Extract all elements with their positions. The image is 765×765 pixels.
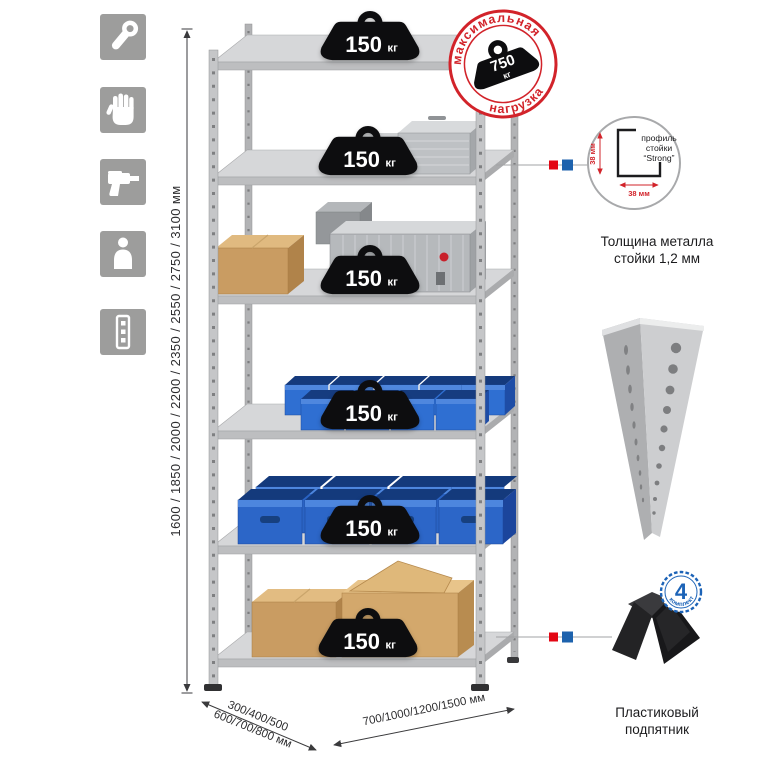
svg-text:150: 150 [345, 401, 382, 426]
shelf-load-badge: 150 кг [315, 492, 425, 546]
shelf-load-badge: 150 кг [315, 242, 425, 296]
foot-caption: Пластиковый подпятник [567, 704, 747, 738]
stamp-unit: кг [502, 69, 513, 81]
shelf-load-badge: 150 кг [313, 123, 423, 177]
shelf-load-badge: 150 кг [315, 8, 425, 62]
rack-back-posts [241, 23, 519, 663]
height-dimension-label: 1600 / 1850 / 2000 / 2200 / 2350 / 2550 … [168, 185, 183, 537]
shelf-load-badge: 150 кг [313, 605, 423, 659]
profile-label-1: профиль [641, 133, 677, 143]
red-marker [549, 632, 558, 642]
profile-caption-line-2: стойки 1,2 мм [613, 251, 701, 266]
blue-marker [562, 631, 573, 643]
svg-text:кг: кг [387, 526, 398, 538]
profile-dim-vertical: 38 мм [588, 143, 597, 165]
height-dimension-line [181, 28, 193, 694]
person-icon [100, 231, 146, 277]
svg-text:кг: кг [387, 276, 398, 288]
svg-text:150: 150 [345, 32, 382, 57]
profile-callout: 38 мм 38 мм профиль стойки “Strong” [496, 116, 681, 210]
red-marker [549, 160, 558, 170]
max-load-stamp: максимальная нагрузка 750 кг [438, 0, 558, 124]
drill-icon [100, 159, 146, 205]
width-dimension-line [333, 706, 515, 748]
foot-caption-line-1: Пластиковый [615, 705, 699, 720]
glove-icon [100, 87, 146, 133]
profile-dim-horizontal: 38 мм [628, 189, 650, 198]
svg-text:кг: кг [385, 639, 396, 651]
svg-text:150: 150 [343, 147, 380, 172]
profile-label-2: стойки [646, 143, 672, 153]
blue-marker [562, 159, 573, 171]
foot-caption-line-2: подпятник [624, 722, 690, 737]
angle-post-photo [602, 318, 704, 540]
svg-text:150: 150 [345, 516, 382, 541]
post-icon [100, 309, 146, 355]
profile-cross-section [616, 128, 662, 178]
svg-text:кг: кг [387, 411, 398, 423]
svg-text:кг: кг [385, 157, 396, 169]
svg-text:кг: кг [387, 42, 398, 54]
shelf-load-badge: 150 кг [315, 377, 425, 431]
badge-value: 4 [675, 579, 688, 604]
svg-text:150: 150 [343, 629, 380, 654]
wrench-icon [100, 14, 146, 60]
depth-dimension-line [201, 701, 317, 751]
profile-caption-line-1: Толщина металла [600, 234, 714, 249]
svg-text:150: 150 [345, 266, 382, 291]
profile-label-3: “Strong” [643, 153, 674, 163]
profile-caption: Толщина металла стойки 1,2 мм [567, 233, 747, 267]
